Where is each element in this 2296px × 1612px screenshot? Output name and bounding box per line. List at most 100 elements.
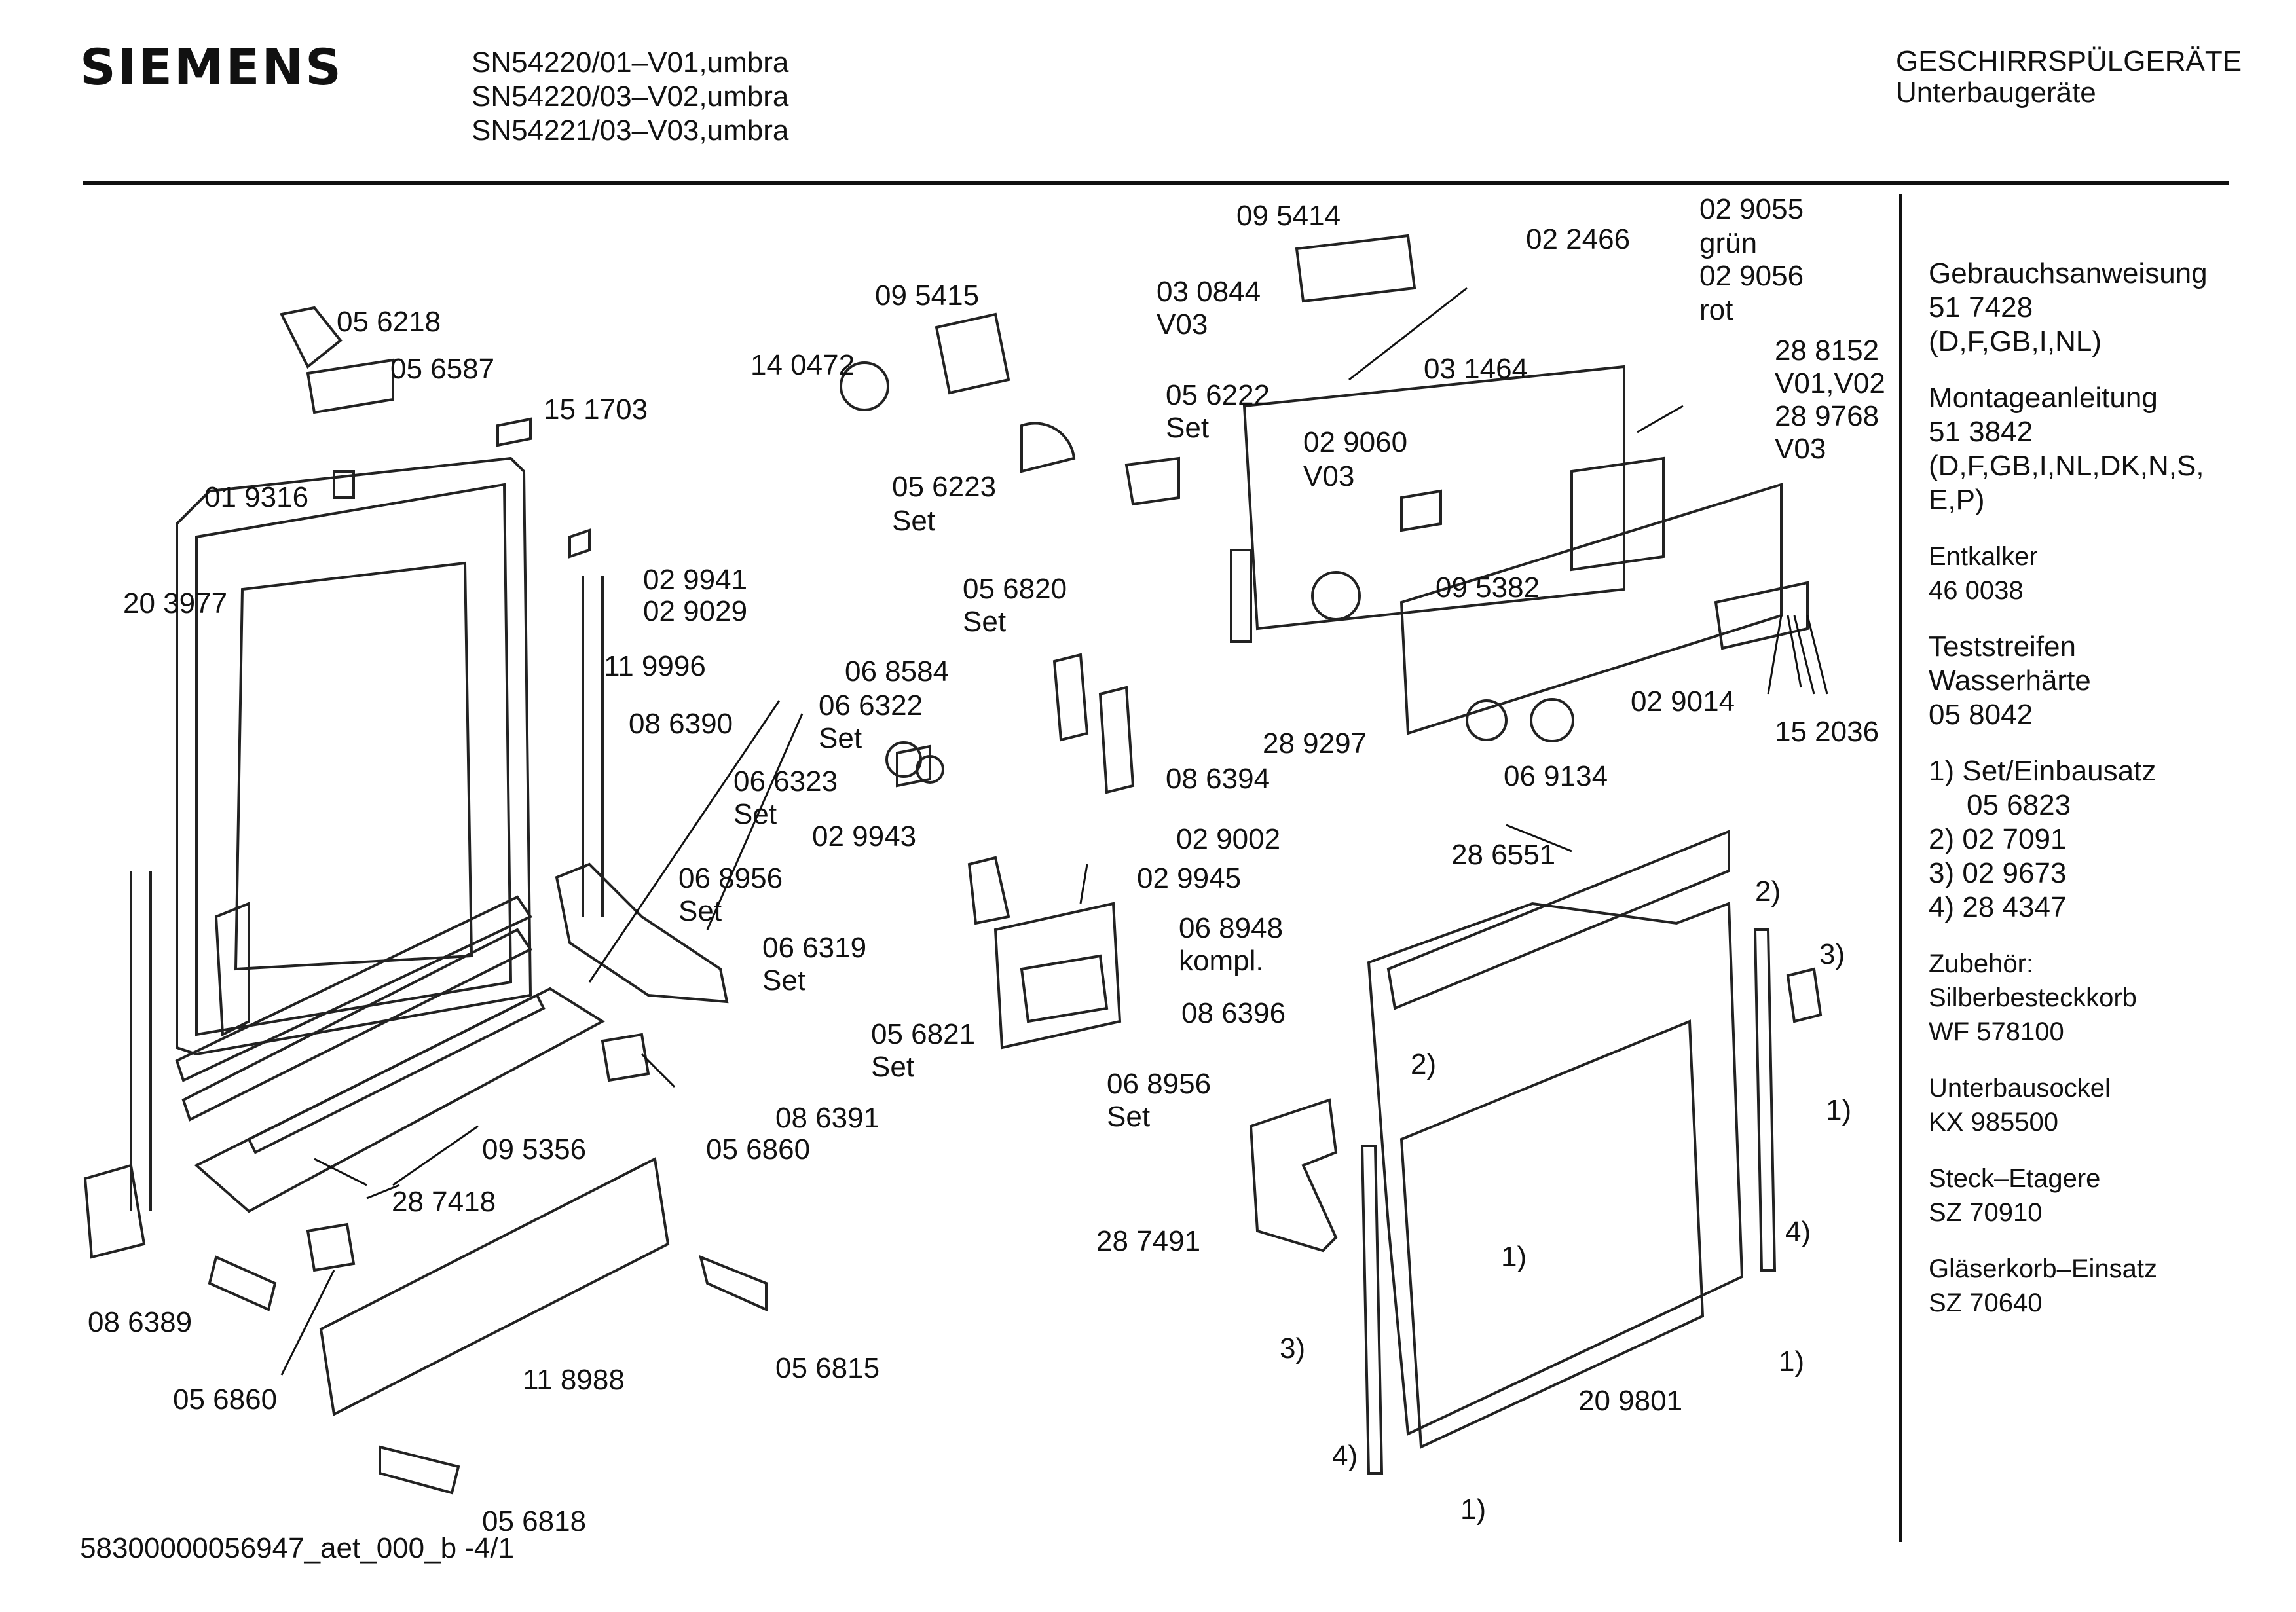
callout-set-9: Set — [1107, 1101, 1150, 1133]
shelf-number: SZ 70910 — [1929, 1198, 2043, 1227]
callout-056860-b: 05 6860 — [173, 1383, 277, 1416]
callout-note-2-b: 2) — [1411, 1048, 1436, 1080]
glass-basket-title: Gläserkorb–Einsatz — [1929, 1255, 2158, 1283]
callout-151703: 15 1703 — [544, 394, 648, 426]
accessories-title: Zubehör: — [1929, 949, 2034, 978]
assembly-languages-1: (D,F,GB,I,NL,DK,N,S, — [1929, 450, 2204, 482]
callout-030844: 03 0844 — [1157, 276, 1261, 308]
manual-block: Gebrauchsanweisung 51 7428 (D,F,GB,I,NL) — [1929, 257, 2256, 359]
callout-056860-a: 05 6860 — [706, 1133, 810, 1165]
callout-152036: 15 2036 — [1775, 716, 1879, 748]
parts-info-sidebar: Gebrauchsanweisung 51 7428 (D,F,GB,I,NL)… — [1929, 257, 2256, 1342]
note-row: 4) 28 4347 — [1929, 890, 2256, 925]
manual-languages: (D,F,GB,I,NL) — [1929, 325, 2102, 357]
callout-056587: 05 6587 — [390, 353, 494, 385]
callout-086394: 08 6394 — [1166, 763, 1270, 795]
callout-v01v02: V01,V02 — [1775, 367, 1885, 399]
callout-set-2: Set — [1166, 412, 1209, 444]
manual-title: Gebrauchsanweisung — [1929, 257, 2208, 289]
callout-068584: 06 8584 — [845, 655, 949, 687]
callout-note-2-a: 2) — [1755, 875, 1781, 907]
accessories-item: Silberbesteckkorb — [1929, 983, 2137, 1012]
document-id: 58300000056947_aet_000_b -4/1 — [80, 1532, 515, 1564]
test-strips-title-1: Teststreifen — [1929, 631, 2076, 663]
callout-v03-c: V03 — [1775, 433, 1826, 465]
plinth-number: KX 985500 — [1929, 1108, 2058, 1137]
door-frame — [176, 456, 532, 1056]
callout-056815: 05 6815 — [775, 1352, 880, 1384]
callout-note-1-c: 1) — [1779, 1346, 1804, 1378]
callout-set-4: Set — [819, 722, 862, 754]
callout-286551: 28 6551 — [1451, 839, 1555, 871]
callout-note-4-b: 4) — [1332, 1440, 1358, 1472]
lock-housing — [993, 902, 1122, 1050]
callout-095414: 09 5414 — [1236, 200, 1341, 232]
test-strips-number: 05 8042 — [1929, 699, 2033, 731]
callout-019316: 01 9316 — [204, 481, 308, 513]
callout-rot: rot — [1699, 294, 1733, 326]
test-strips-title-2: Wasserhärte — [1929, 665, 2091, 697]
callout-note-3-a: 3) — [1819, 938, 1845, 970]
note-number: 2) — [1929, 823, 1955, 855]
callout-287418: 28 7418 — [392, 1186, 496, 1218]
callout-140472: 14 0472 — [750, 349, 855, 381]
descaler-block: Entkalker 46 0038 — [1929, 540, 2256, 608]
siemens-logo: SIEMENS — [80, 38, 343, 96]
note-row: 1) Set/Einbausatz — [1929, 754, 2256, 788]
model-list: SN54220/01–V01,umbra SN54220/03–V02,umbr… — [472, 46, 788, 148]
callout-gruen: grün — [1699, 227, 1757, 259]
callout-v03-a: V03 — [1157, 308, 1208, 340]
callout-069134: 06 9134 — [1504, 760, 1608, 792]
plinth-block: Unterbausockel KX 985500 — [1929, 1071, 2256, 1139]
category-title: GESCHIRRSPÜLGERÄTE Unterbaugeräte — [1896, 46, 2242, 109]
callout-095415: 09 5415 — [875, 280, 979, 312]
assembly-number: 51 3842 — [1929, 416, 2033, 448]
note-text: 05 6823 — [1967, 789, 2071, 821]
note-text: 02 9673 — [1962, 857, 2067, 889]
note-number: 3) — [1929, 857, 1955, 889]
callout-203977: 20 3977 — [123, 587, 227, 619]
callout-066323: 06 6323 — [733, 765, 838, 797]
accessories-block: Zubehör: Silberbesteckkorb WF 578100 — [1929, 947, 2256, 1049]
callout-056821: 05 6821 — [871, 1018, 975, 1050]
callout-086390: 08 6390 — [629, 708, 733, 740]
callout-288152: 28 8152 — [1775, 335, 1879, 367]
callout-086396: 08 6396 — [1181, 997, 1286, 1029]
shelf-block: Steck–Etagere SZ 70910 — [1929, 1162, 2256, 1230]
callout-set-7: Set — [762, 964, 805, 997]
shelf-title: Steck–Etagere — [1929, 1164, 2101, 1193]
callout-287491: 28 7491 — [1096, 1225, 1200, 1257]
callout-086389: 08 6389 — [88, 1306, 192, 1338]
glass-basket-number: SZ 70640 — [1929, 1289, 2043, 1317]
callout-056818: 05 6818 — [482, 1505, 586, 1537]
model-1: SN54220/01–V01,umbra — [472, 46, 789, 79]
sidebar-rule — [1899, 194, 1902, 1542]
callout-056218: 05 6218 — [337, 306, 441, 338]
model-3: SN54221/03–V03,umbra — [472, 115, 789, 147]
category-main: GESCHIRRSPÜLGERÄTE — [1896, 45, 2242, 77]
callout-029056: 02 9056 — [1699, 260, 1804, 292]
callout-029943: 02 9943 — [812, 820, 916, 852]
callout-086391: 08 6391 — [775, 1102, 880, 1134]
note-number: 1) — [1929, 755, 1955, 787]
callout-029014: 02 9014 — [1631, 686, 1735, 718]
model-2: SN54220/03–V02,umbra — [472, 81, 789, 113]
callout-set-5: Set — [733, 798, 777, 830]
callout-119996: 11 9996 — [604, 650, 706, 682]
callout-029055: 02 9055 — [1699, 193, 1804, 225]
callout-056223: 05 6223 — [892, 471, 996, 503]
descaler-number: 46 0038 — [1929, 576, 2024, 605]
callout-set-1: Set — [892, 505, 935, 537]
callout-029060: 02 9060 — [1303, 426, 1407, 458]
callout-note-3-b: 3) — [1280, 1332, 1305, 1365]
header-rule — [83, 181, 2229, 185]
accessories-number: WF 578100 — [1929, 1017, 2064, 1046]
callout-031464: 03 1464 — [1424, 353, 1528, 385]
category-sub: Unterbaugeräte — [1896, 77, 2096, 109]
descaler-title: Entkalker — [1929, 542, 2038, 571]
callout-068956-a: 06 8956 — [678, 862, 783, 894]
notes-block: 1) Set/Einbausatz 05 6823 2) 02 7091 3) … — [1929, 754, 2256, 925]
callout-note-4-a: 4) — [1785, 1216, 1811, 1248]
decor-panel-back — [1367, 902, 1744, 1437]
callout-068956-b: 06 8956 — [1107, 1068, 1211, 1100]
